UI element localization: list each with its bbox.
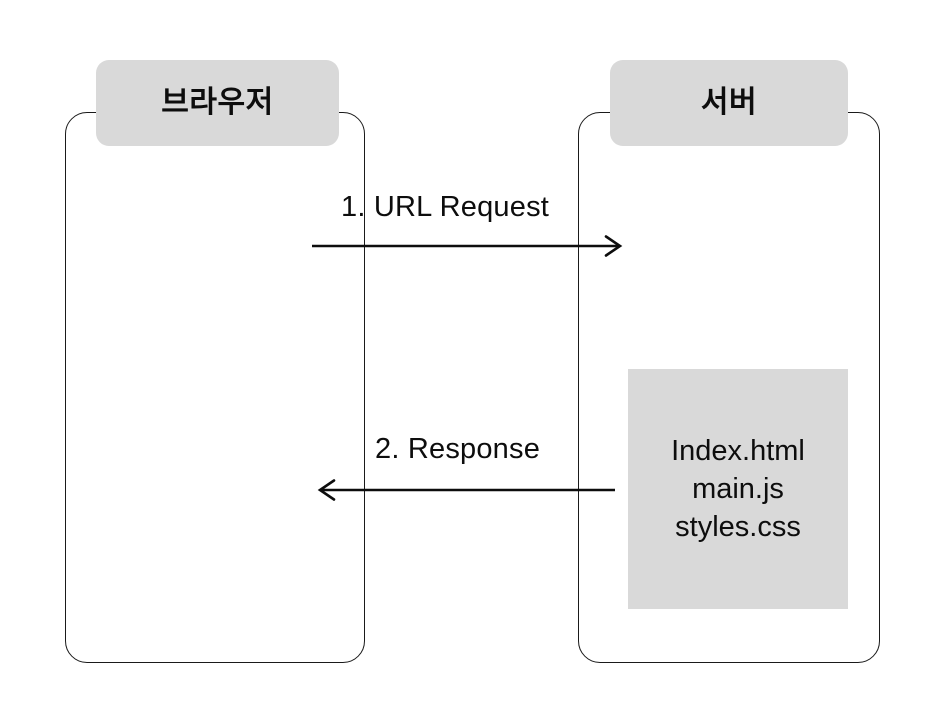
participant-label-server: 서버	[700, 86, 758, 119]
payload-file-item: Index.html	[671, 434, 805, 467]
arrowhead-left-icon	[317, 479, 336, 501]
message-label-url-request: 1. URL Request	[341, 191, 550, 223]
lifeline-browser	[65, 112, 365, 663]
payload-file-item: main.js	[692, 472, 784, 505]
participant-box-browser: 브라우저	[96, 60, 339, 146]
participant-label-browser: 브라우저	[161, 86, 274, 119]
payload-file-item: styles.css	[675, 511, 801, 544]
participant-box-server: 서버	[610, 60, 848, 146]
message-arrow-url-request	[312, 235, 623, 257]
message-arrow-response	[317, 479, 615, 501]
message-label-response: 2. Response	[375, 433, 541, 465]
server-payload-box: Index.html main.js styles.css	[628, 369, 848, 609]
arrowhead-right-icon	[604, 235, 623, 257]
